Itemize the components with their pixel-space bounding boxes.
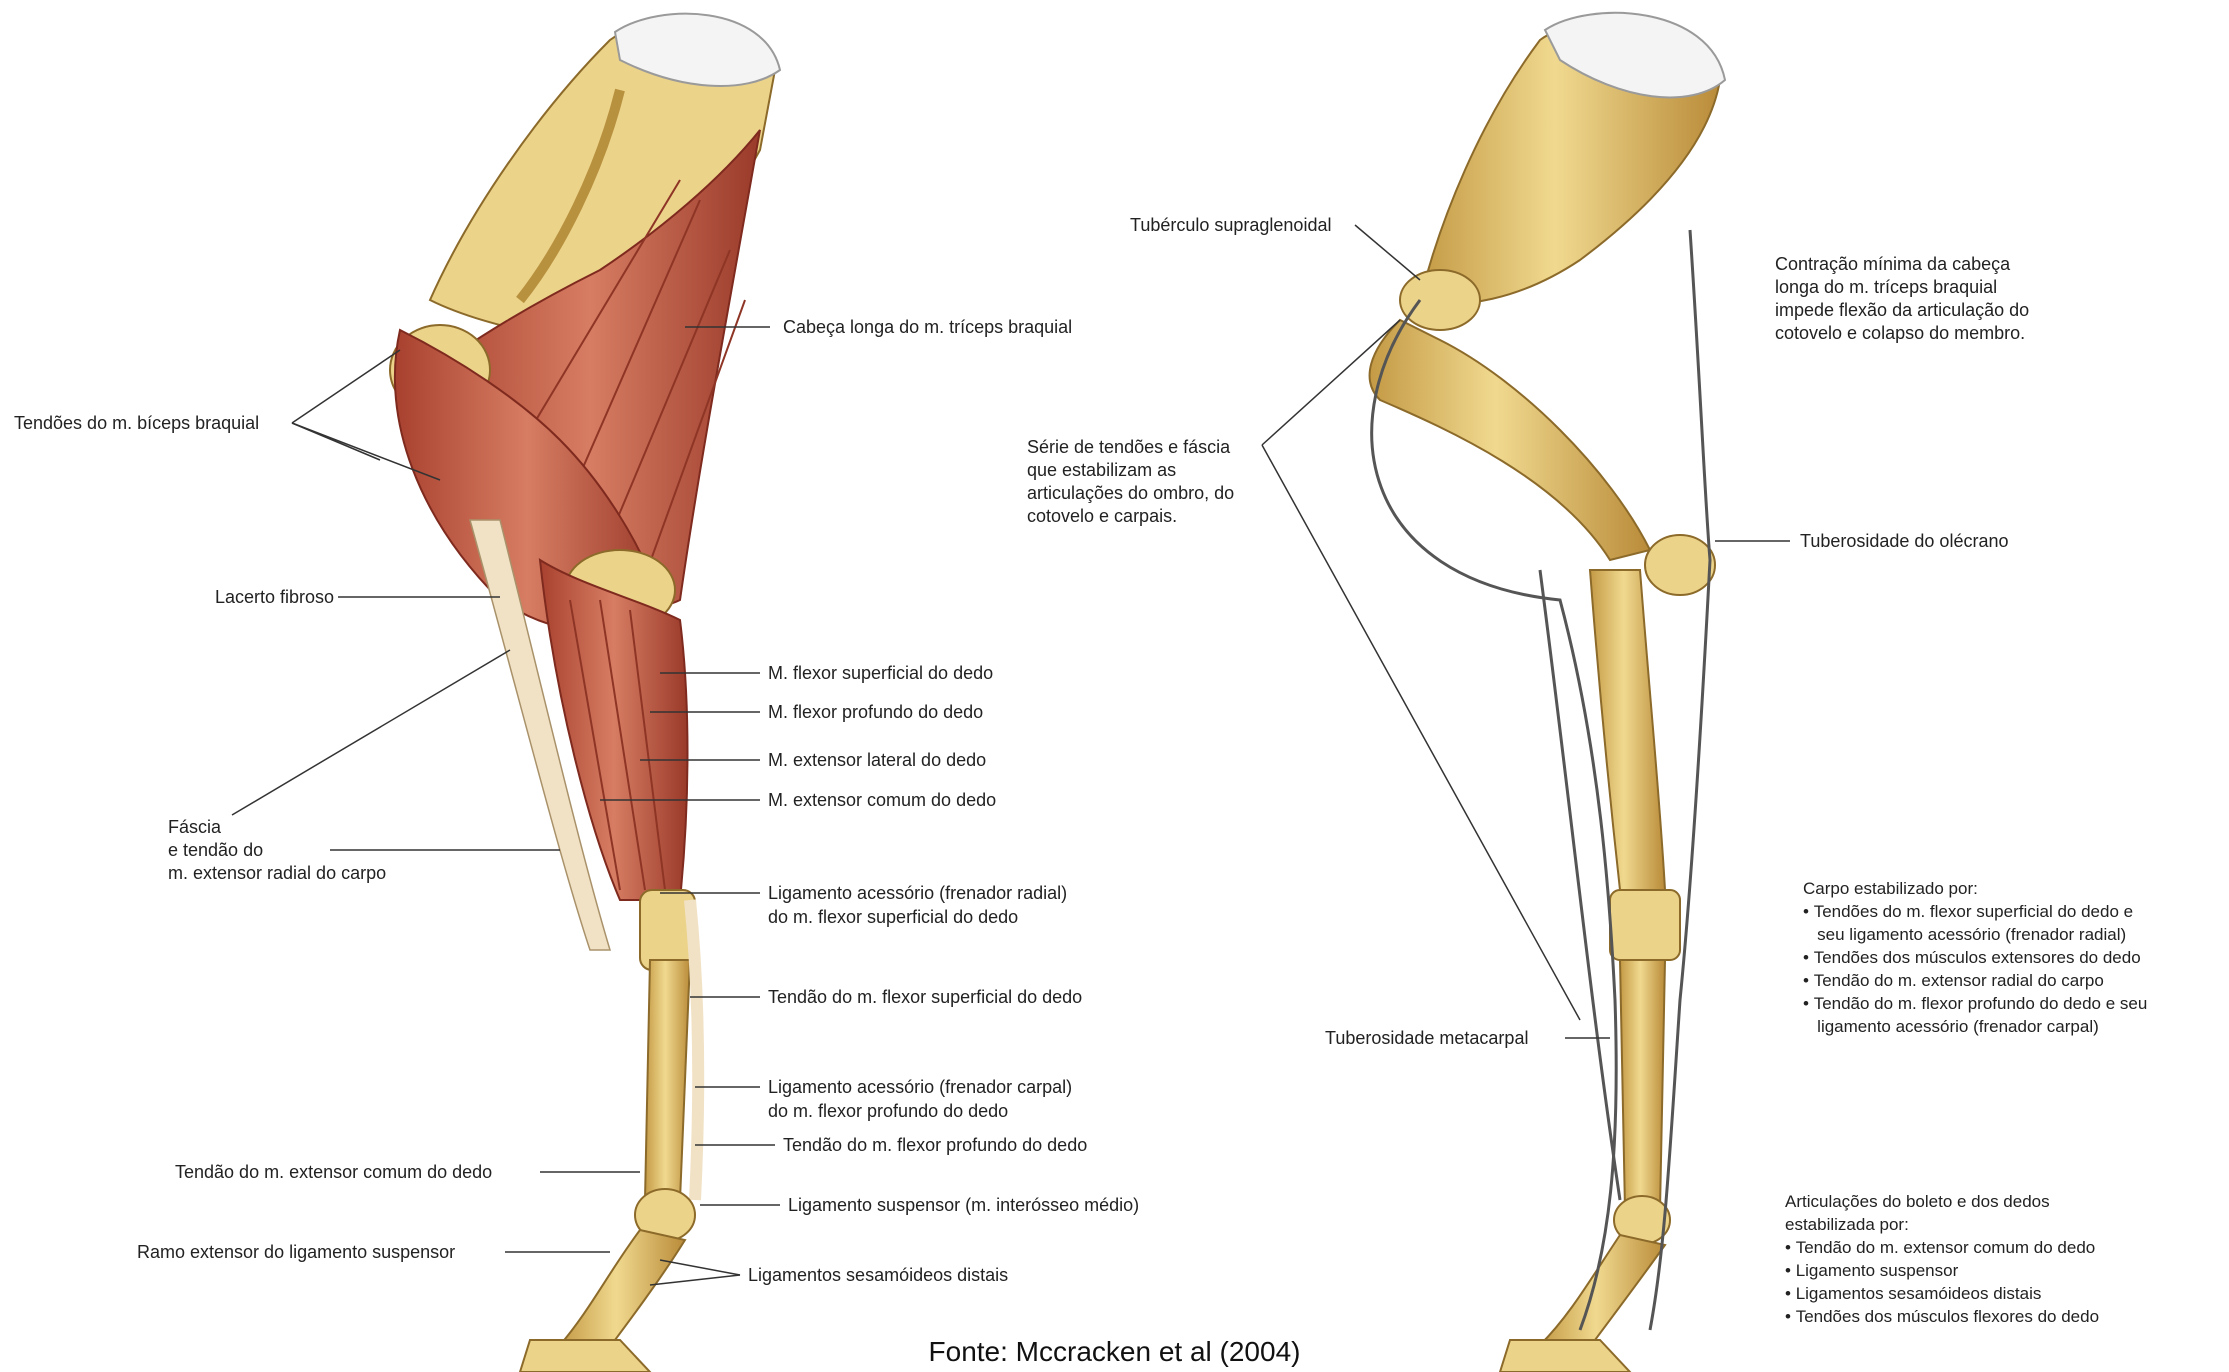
label-lateral-digital-extensor-muscle: M. extensor lateral do dedo bbox=[768, 748, 986, 772]
source-caption: Fonte: Mccracken et al (2004) bbox=[0, 1336, 2229, 1368]
right-olecranon bbox=[1645, 535, 1715, 595]
carpus-item: seu ligamento acessório (frenador radial… bbox=[1803, 923, 2147, 946]
label-radial-check-ligament: Ligamento acessório (frenador radial) bbox=[768, 881, 1067, 905]
label-common-digital-extensor-muscle: M. extensor comum do dedo bbox=[768, 788, 996, 812]
label-triceps-note-4: cotovelo e colapso do membro. bbox=[1775, 321, 2025, 345]
label-lacertus-fibrosus: Lacerto fibroso bbox=[215, 585, 334, 609]
label-biceps-tendons: Tendões do m. bíceps braquial bbox=[14, 411, 259, 435]
label-deep-digital-flexor-muscle: M. flexor profundo do dedo bbox=[768, 700, 983, 724]
label-triceps-note-2: longa do m. tríceps braquial bbox=[1775, 275, 1997, 299]
right-radius bbox=[1590, 570, 1665, 890]
fetlock-item: Ligamentos sesamóideos distais bbox=[1785, 1282, 2099, 1305]
carpus-item: ligamento acessório (frenador carpal) bbox=[1803, 1015, 2147, 1038]
fetlock-item: Ligamento suspensor bbox=[1785, 1259, 2099, 1282]
label-suspensory-ligament: Ligamento suspensor (m. interósseo médio… bbox=[788, 1193, 1139, 1217]
left-flexor-tendons bbox=[690, 900, 698, 1200]
label-carpal-check-ligament: Ligamento acessório (frenador carpal) bbox=[768, 1075, 1072, 1099]
label-superficial-digital-flexor-muscle: M. flexor superficial do dedo bbox=[768, 661, 993, 685]
label-stay-series-1: Série de tendões e fáscia bbox=[1027, 435, 1230, 459]
label-triceps-note-3: impede flexão da articulação do bbox=[1775, 298, 2029, 322]
carpus-stabilization-block: Carpo estabilizado por: Tendões do m. fl… bbox=[1803, 877, 2147, 1038]
label-distal-sesamoidean-ligaments: Ligamentos sesamóideos distais bbox=[748, 1263, 1008, 1287]
right-leader-lines bbox=[1262, 225, 1790, 1038]
label-stay-series-4: cotovelo e carpais. bbox=[1027, 504, 1177, 528]
carpus-item: Tendão do m. extensor radial do carpo bbox=[1803, 969, 2147, 992]
label-suspensory-extensor-branch: Ramo extensor do ligamento suspensor bbox=[137, 1240, 455, 1264]
label-carpal-check-ligament-line2: do m. flexor profundo do dedo bbox=[768, 1099, 1008, 1123]
right-cannon-bone bbox=[1620, 960, 1665, 1210]
right-carpus bbox=[1610, 890, 1680, 960]
label-fascia-line2: e tendão do bbox=[168, 838, 263, 862]
right-shoulder-joint bbox=[1400, 270, 1480, 330]
carpus-item: Tendões dos músculos extensores do dedo bbox=[1803, 946, 2147, 969]
right-limb-skeletal bbox=[1370, 13, 1725, 1372]
label-stay-series-3: articulações do ombro, do bbox=[1027, 481, 1234, 505]
label-fascia-line3: m. extensor radial do carpo bbox=[168, 861, 386, 885]
label-deep-flexor-tendon: Tendão do m. flexor profundo do dedo bbox=[783, 1133, 1087, 1157]
label-triceps-long-head: Cabeça longa do m. tríceps braquial bbox=[783, 315, 1072, 339]
right-humerus bbox=[1370, 320, 1650, 560]
label-metacarpal-tuberosity: Tuberosidade metacarpal bbox=[1325, 1026, 1528, 1050]
left-cannon-bone bbox=[645, 960, 690, 1200]
label-common-extensor-tendon: Tendão do m. extensor comum do dedo bbox=[175, 1160, 492, 1184]
label-superficial-flexor-tendon: Tendão do m. flexor superficial do dedo bbox=[768, 985, 1082, 1009]
label-supraglenoid-tubercle: Tubérculo supraglenoidal bbox=[1130, 213, 1331, 237]
fetlock-item: Tendões dos músculos flexores do dedo bbox=[1785, 1305, 2099, 1328]
label-fascia: Fáscia bbox=[168, 815, 221, 839]
carpus-item: Tendão do m. flexor profundo do dedo e s… bbox=[1803, 992, 2147, 1015]
fetlock-block-title-2: estabilizada por: bbox=[1785, 1213, 2099, 1236]
fetlock-stabilization-block: Articulações do boleto e dos dedos estab… bbox=[1785, 1190, 2099, 1328]
label-radial-check-ligament-line2: do m. flexor superficial do dedo bbox=[768, 905, 1018, 929]
carpus-item: Tendões do m. flexor superficial do dedo… bbox=[1803, 900, 2147, 923]
label-olecranon-tuberosity: Tuberosidade do olécrano bbox=[1800, 529, 2008, 553]
carpus-block-title: Carpo estabilizado por: bbox=[1803, 877, 2147, 900]
fetlock-item: Tendão do m. extensor comum do dedo bbox=[1785, 1236, 2099, 1259]
label-triceps-note-1: Contração mínima da cabeça bbox=[1775, 252, 2010, 276]
fetlock-block-title-1: Articulações do boleto e dos dedos bbox=[1785, 1190, 2099, 1213]
label-stay-series-2: que estabilizam as bbox=[1027, 458, 1176, 482]
